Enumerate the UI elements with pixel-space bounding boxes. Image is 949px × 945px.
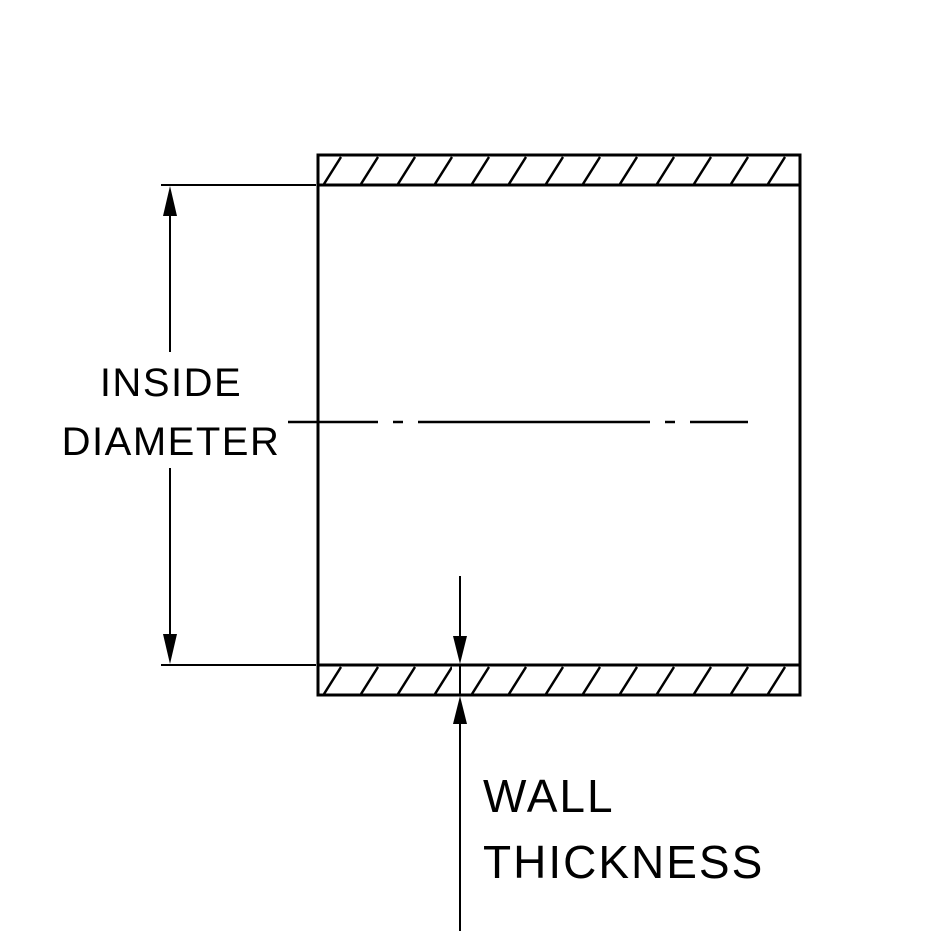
hatch-line — [655, 156, 676, 185]
hatch-line — [396, 156, 417, 185]
inside-diameter-label-line2: DIAMETER — [62, 420, 281, 464]
hatch-line — [322, 156, 343, 185]
hatch-line — [655, 666, 676, 695]
tube-outline — [316, 153, 802, 697]
hatch-line — [692, 156, 713, 185]
hatch-line — [507, 666, 528, 695]
hatch-line — [359, 666, 380, 695]
hatch-line — [766, 156, 787, 185]
hatch-line — [433, 666, 454, 695]
hatch-line — [766, 666, 787, 695]
bottom-wall-hatching — [322, 666, 787, 695]
hatch-line — [470, 156, 491, 185]
hatch-line — [581, 156, 602, 185]
hatch-line — [618, 666, 639, 695]
hatch-line — [396, 666, 417, 695]
inside-diameter-label-line1: INSIDE — [100, 361, 242, 405]
hatch-line — [322, 666, 343, 695]
arrow-down-icon — [163, 634, 177, 664]
wall-thickness-label-line2: THICKNESS — [483, 836, 764, 888]
arrow-up-icon — [163, 186, 177, 216]
hatch-line — [507, 156, 528, 185]
hatch-line — [544, 666, 565, 695]
hatch-line — [544, 156, 565, 185]
wall-thickness-label-line1: WALL — [483, 770, 615, 822]
inside-diameter-dimension: INSIDE DIAMETER — [62, 184, 316, 666]
hatch-line — [581, 666, 602, 695]
wall-thickness-dimension: WALL THICKNESS — [452, 576, 764, 931]
hatch-line — [470, 666, 491, 695]
arrow-down-icon — [453, 636, 467, 664]
hatch-line — [433, 156, 454, 185]
hatch-line — [729, 156, 750, 185]
hatch-line — [729, 666, 750, 695]
hatch-line — [359, 156, 380, 185]
hatch-line — [692, 666, 713, 695]
hatch-line — [618, 156, 639, 185]
top-wall-hatching — [322, 156, 787, 185]
arrow-up-icon — [453, 696, 467, 724]
